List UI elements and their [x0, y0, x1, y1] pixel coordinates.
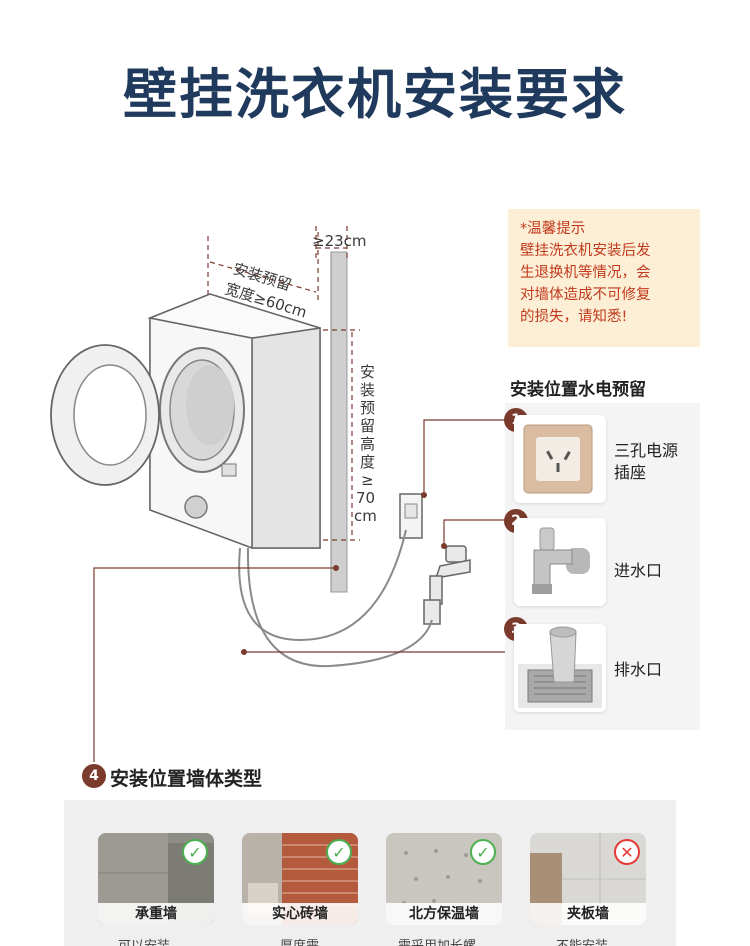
drain-label: 排水口 — [614, 659, 662, 681]
power-socket-label: 三孔电源 插座 — [614, 440, 678, 484]
item-label-line: 三孔电源 — [614, 441, 679, 460]
check-icon: ✓ — [470, 839, 496, 865]
wall-note: 厚度需 — [280, 935, 319, 946]
wall-note: 可以安装 — [118, 935, 170, 946]
dimension-lines — [207, 226, 360, 541]
height-char: cm — [354, 507, 377, 525]
page-title: 壁挂洗衣机安装要求 — [123, 63, 627, 126]
top-gap-label: ≥23cm — [312, 232, 367, 250]
height-char: 留 — [360, 417, 375, 435]
floor-drain-icon — [518, 626, 602, 708]
wall — [330, 251, 348, 593]
power-socket-icon — [523, 424, 593, 494]
wall-card-plywood: ✕ 夹板墙 — [530, 833, 646, 925]
wall-card-solid-brick: ✓ 实心砖墙 — [242, 833, 358, 925]
tip-line: 生退换机等情况，会 — [520, 265, 651, 281]
drain-card — [514, 624, 606, 712]
height-char: ≥ — [361, 471, 374, 489]
height-char: 高 — [360, 435, 375, 453]
item-label-line: 进水口 — [614, 561, 663, 580]
check-icon: ✓ — [182, 839, 208, 865]
tip-line: 的损失，请知悉! — [520, 309, 628, 325]
hoses — [238, 529, 433, 668]
height-char: 装 — [360, 381, 375, 399]
tip-line: *温馨提示 — [520, 221, 586, 237]
utilities-heading: 安装位置水电预留 — [510, 380, 646, 400]
height-label: 安 装 预 留 高 度 ≥ 70 cm — [354, 363, 377, 525]
tip-line: 壁挂洗衣机安装后发 — [520, 243, 651, 259]
height-char: 预 — [360, 399, 375, 417]
wall-type-label: 夹板墙 — [530, 903, 646, 925]
wall-note: 需采用加长螺 — [398, 935, 476, 946]
wall-type-label: 承重墙 — [98, 903, 214, 925]
water-inlet-label: 进水口 — [614, 560, 662, 582]
item-label-line: 插座 — [614, 463, 647, 482]
wall-type-label: 北方保温墙 — [386, 903, 502, 925]
water-inlet-card — [514, 518, 606, 606]
wall-card-load-bearing: ✓ 承重墙 — [98, 833, 214, 925]
height-char: 安 — [360, 363, 375, 381]
height-char: 度 — [360, 453, 375, 471]
wall-type-label: 实心砖墙 — [242, 903, 358, 925]
wall-note: 不能安装 — [556, 935, 608, 946]
tip-line: 对墙体造成不可修复 — [520, 287, 651, 303]
item-label-line: 排水口 — [614, 660, 663, 679]
cross-icon: ✕ — [614, 839, 640, 865]
height-char: 70 — [356, 489, 375, 507]
check-icon: ✓ — [326, 839, 352, 865]
wall-types-heading: 安装位置墙体类型 — [110, 768, 263, 790]
faucet-drawing — [423, 545, 471, 625]
washing-machine — [50, 293, 321, 550]
power-socket-card — [514, 415, 606, 503]
warm-tip-box: *温馨提示 壁挂洗衣机安装后发 生退换机等情况，会 对墙体造成不可修复 的损失，… — [508, 209, 700, 347]
wall-card-insulated: ✓ 北方保温墙 — [386, 833, 502, 925]
water-faucet-icon — [532, 527, 590, 594]
item-number-4: 4 — [82, 764, 106, 788]
